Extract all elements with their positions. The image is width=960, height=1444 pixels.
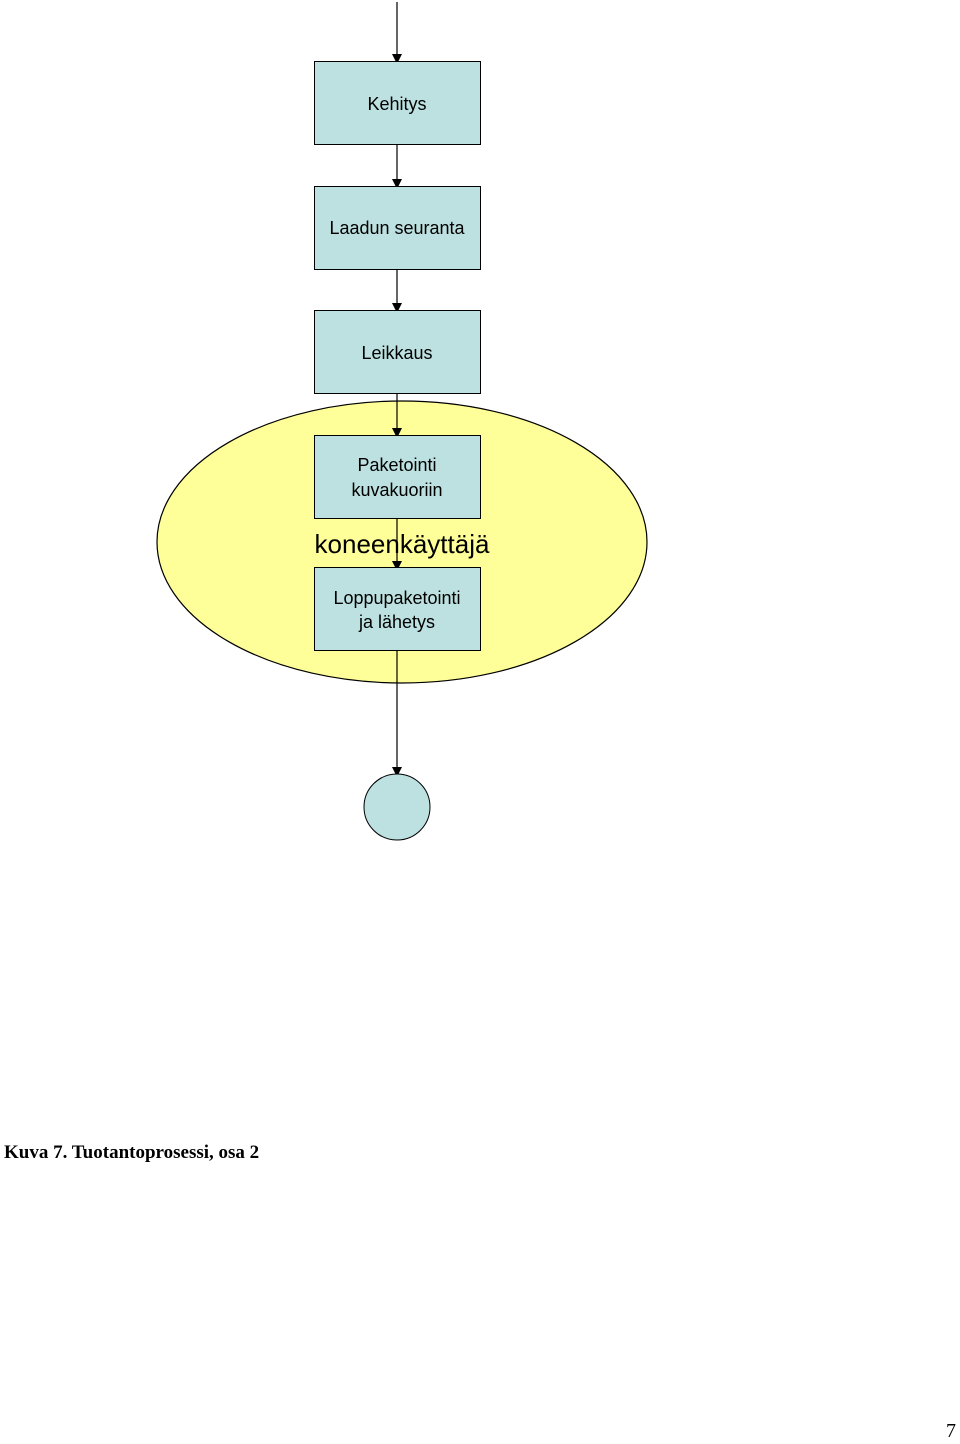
operator-ellipse bbox=[156, 400, 648, 684]
process-label-loppupaketointi-line1: Loppupaketointi bbox=[333, 588, 460, 608]
terminal-node bbox=[363, 773, 431, 841]
process-label-kehitys: Kehitys bbox=[367, 94, 426, 114]
process-label-leikkaus: Leikkaus bbox=[361, 343, 432, 363]
process-box-laadun-seuranta bbox=[314, 186, 481, 270]
process-box-loppupaketointi bbox=[314, 567, 481, 651]
page-number: 7 bbox=[946, 1420, 956, 1442]
process-label-laadun-seuranta: Laadun seuranta bbox=[329, 218, 465, 238]
process-box-kehitys bbox=[314, 61, 481, 145]
process-box-paketointi bbox=[314, 435, 481, 519]
figure-caption: Kuva 7. Tuotantoprosessi, osa 2 bbox=[4, 1142, 260, 1163]
operator-ellipse-label: koneenkäyttäjä bbox=[315, 529, 490, 559]
process-label-loppupaketointi-line2: ja lähetys bbox=[358, 612, 435, 632]
process-label-paketointi-line1: Paketointi bbox=[357, 455, 436, 475]
process-box-leikkaus bbox=[314, 310, 481, 394]
process-label-paketointi-line2: kuvakuoriin bbox=[351, 480, 442, 500]
